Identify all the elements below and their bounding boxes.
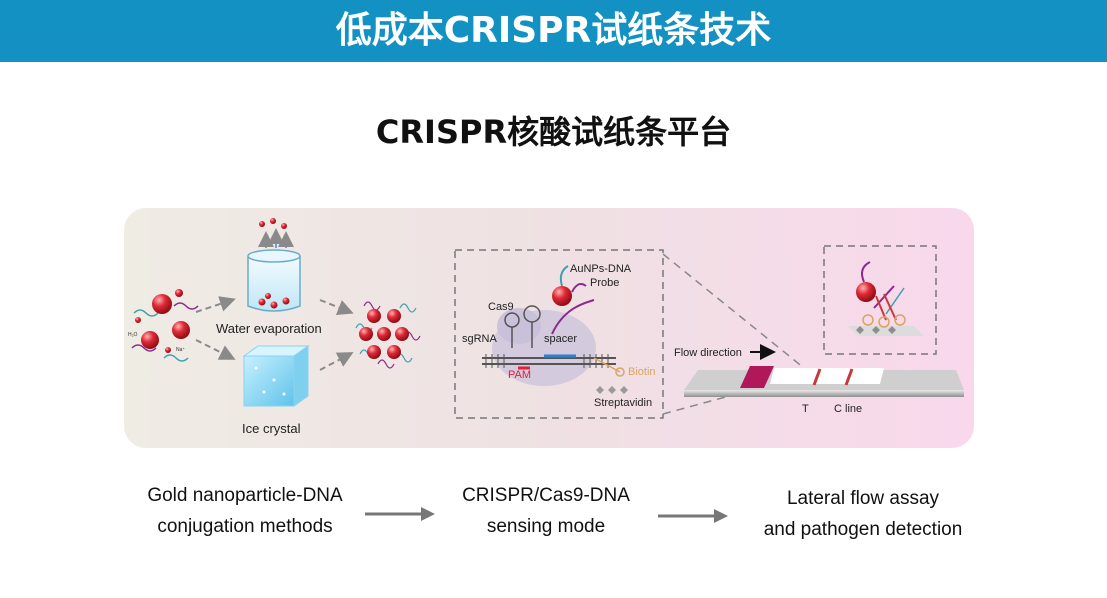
- aunp-probe-particle: [552, 286, 572, 306]
- sample-pad: [740, 366, 774, 388]
- h2o-label: H₂O: [128, 332, 138, 338]
- arrow-to-ice: [195, 339, 236, 360]
- starting-mixture: H₂O Na⁺: [128, 289, 199, 362]
- arrow-from-ice: [319, 352, 354, 371]
- caption-step1-line1: Gold nanoparticle-DNA: [147, 485, 343, 506]
- arrow-from-evaporation: [319, 299, 354, 315]
- gold-nanoparticle: [172, 321, 190, 339]
- caption-step2-line1: CRISPR/Cas9-DNA: [462, 485, 630, 506]
- na-label: Na⁺: [176, 347, 185, 353]
- t-line-label: T: [802, 403, 809, 415]
- cas9-complex: [482, 265, 628, 394]
- caption-step3: Lateral flow assay and pathogen detectio…: [738, 483, 988, 545]
- streptavidin-label: Streptavidin: [594, 397, 652, 409]
- cas9-label: Cas9: [488, 301, 514, 313]
- arrow-to-evaporation: [195, 296, 236, 313]
- title-bar: [0, 0, 1107, 62]
- caption-step3-line1: Lateral flow assay: [786, 488, 940, 509]
- test-line-detail-box: [823, 245, 937, 355]
- caption-step2: CRISPR/Cas9-DNA sensing mode: [440, 480, 652, 542]
- page-title: 低成本CRISPR试纸条技术: [335, 10, 772, 51]
- gold-nanoparticle: [141, 331, 159, 349]
- water-evaporation-label: Water evaporation: [216, 321, 322, 336]
- step-arrow-1: [365, 507, 435, 521]
- beaker-illustration: [247, 218, 301, 312]
- conjugated-nanoparticle-cluster: [355, 301, 421, 369]
- zoom-connector-line: [662, 253, 805, 369]
- caption-step3-line2: and pathogen detection: [763, 519, 963, 540]
- flow-direction-label: Flow direction: [674, 347, 742, 359]
- cas9-detail-box: [454, 249, 664, 419]
- t-line-mark: [812, 368, 822, 386]
- lateral-flow-strip: [684, 366, 964, 397]
- caption-step2-line2: sensing mode: [486, 516, 606, 537]
- pam-label: PAM: [508, 369, 531, 381]
- sgrna-label: sgRNA: [462, 333, 498, 345]
- caption-step1: Gold nanoparticle-DNA conjugation method…: [120, 480, 370, 542]
- gold-nanoparticle: [152, 294, 172, 314]
- biotin-label: Biotin: [628, 366, 656, 378]
- ice-crystal-label: Ice crystal: [242, 421, 301, 436]
- probe-label-line2: Probe: [590, 277, 619, 289]
- spacer-label: spacer: [544, 333, 577, 345]
- c-line-mark: [844, 368, 854, 386]
- schematic-svg: H₂O Na⁺ Water evaporation: [128, 218, 964, 436]
- c-line-label: C line: [834, 403, 862, 415]
- step-arrow-2: [658, 509, 728, 523]
- probe-label-line1: AuNPs-DNA: [570, 263, 632, 275]
- schematic-figure: H₂O Na⁺ Water evaporation: [124, 208, 974, 448]
- ice-cube-illustration: [242, 345, 310, 407]
- section-subtitle: CRISPR核酸试纸条平台: [375, 113, 732, 151]
- test-line-detail: [848, 261, 924, 336]
- caption-step1-line2: conjugation methods: [157, 516, 333, 537]
- biotin-marker: [615, 367, 625, 377]
